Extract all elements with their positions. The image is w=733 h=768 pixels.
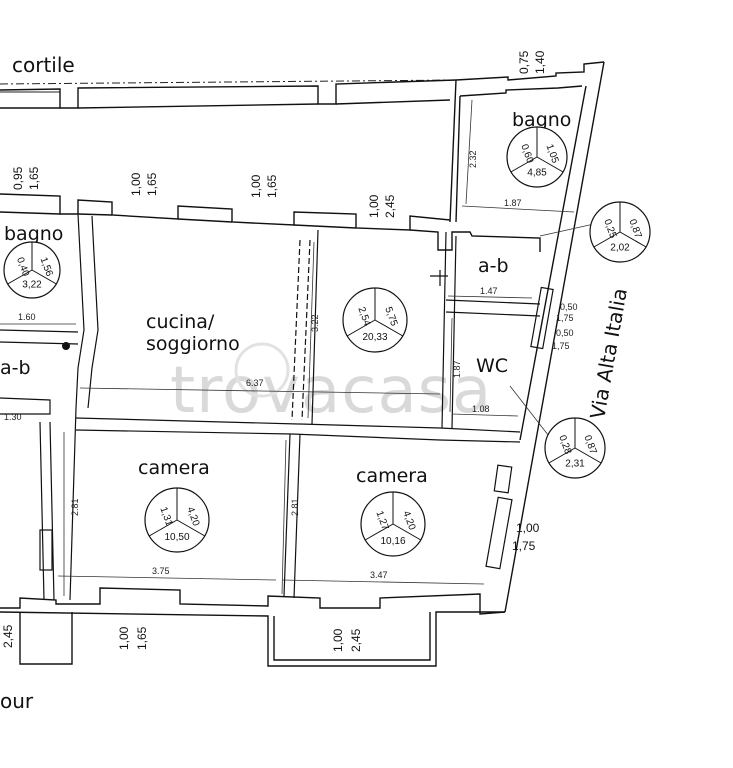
svg-text:1,75: 1,75	[512, 539, 536, 553]
cucina-label-2: soggiorno	[146, 333, 240, 355]
window-left-top: 0,95 1,65	[11, 166, 41, 190]
cucina-label-1: cucina/	[146, 311, 215, 333]
svg-text:1,00: 1,00	[117, 626, 131, 650]
circle-camera-right-area: 10,16	[380, 536, 405, 547]
dim-bagno-left-w: 1.60	[18, 312, 36, 322]
courtyard-label: cortile	[12, 53, 75, 77]
svg-text:0,75: 0,75	[517, 50, 531, 74]
exterior-walls	[0, 61, 605, 667]
ab-left-label: a-b	[0, 357, 31, 379]
interior-walls	[0, 213, 554, 601]
camera-left-label: camera	[138, 457, 210, 479]
svg-text:1,65: 1,65	[27, 166, 41, 190]
svg-text:1,00: 1,00	[129, 172, 143, 196]
dimension-labels: 6.37 3.75 3.47 1.60 1.30 1.87 1.47 1.08 …	[4, 150, 522, 580]
watermark: trovacasa	[170, 354, 492, 428]
courtyard-boundary	[0, 79, 461, 93]
svg-text:0,50: 0,50	[556, 328, 574, 338]
window-cucina-3: 1,00 2,45	[367, 194, 397, 218]
svg-text:1,75: 1,75	[556, 313, 574, 323]
camera-right-label: camera	[356, 465, 428, 487]
dim-ab-right-w: 1.47	[480, 286, 498, 296]
bagno-left-label: bagno	[4, 223, 63, 245]
dim-camera-right-w: 3.47	[370, 570, 388, 580]
dim-cucina-w: 6.37	[246, 378, 264, 388]
window-top-right: 0,75 1,40	[517, 50, 547, 74]
svg-text:1,65: 1,65	[145, 172, 159, 196]
circle-bagno-left-area: 3,22	[22, 279, 42, 290]
svg-text:1,00: 1,00	[249, 174, 263, 198]
window-bottom-2: 1,00 2,45	[331, 628, 363, 652]
dim-bagno-top-w: 1.87	[504, 198, 522, 208]
fixture-dot	[62, 342, 70, 350]
svg-text:1,00: 1,00	[367, 194, 381, 218]
window-bottom-left: 2,45	[1, 624, 15, 648]
dim-bagno-top-h: 2.32	[468, 150, 478, 168]
bagno-top-label: bagno	[512, 109, 571, 131]
svg-text:0,95: 0,95	[11, 166, 25, 190]
svg-text:1,65: 1,65	[265, 174, 279, 198]
svg-text:1,65: 1,65	[135, 626, 149, 650]
circle-ab-right-area: 2,02	[610, 243, 630, 254]
svg-text:2,45: 2,45	[349, 628, 363, 652]
window-cucina-2: 1,00 1,65	[249, 174, 279, 198]
svg-text:1,00: 1,00	[516, 521, 540, 535]
svg-text:2,45: 2,45	[1, 624, 15, 648]
svg-text:1,75: 1,75	[552, 341, 570, 351]
window-right-2: 0,50 1,75	[552, 328, 574, 351]
window-right-3: 1,00 1,75	[512, 521, 540, 553]
dim-ab-left-w: 1.30	[4, 412, 22, 422]
window-cucina-1: 1,00 1,65	[129, 172, 159, 196]
window-labels: 0,75 1,40 0,95 1,65 1,00 1,65 1,00 1,65 …	[1, 50, 578, 652]
svg-text:0,50: 0,50	[560, 302, 578, 312]
svg-text:2,45: 2,45	[383, 194, 397, 218]
circle-camera-left-area: 10,50	[164, 532, 189, 543]
street-label: Via Alta Italia	[585, 286, 632, 421]
dim-camera-left-h: 2.81	[70, 498, 80, 516]
svg-text:1,40: 1,40	[533, 50, 547, 74]
dim-camera-left-w: 3.75	[152, 566, 170, 576]
dim-wc-w: 1.08	[472, 404, 490, 414]
circle-bagno-top-area: 4,85	[527, 168, 547, 179]
circle-wc-area: 2,31	[565, 459, 585, 470]
watermark-house-icon	[234, 342, 290, 398]
dim-cucina-h: 3.22	[310, 314, 320, 332]
svg-text:1,00: 1,00	[331, 628, 345, 652]
dim-wc-h: 1.87	[452, 360, 462, 378]
bottom-fragment-label: our	[0, 689, 34, 713]
window-bottom-1: 1,00 1,65	[117, 626, 149, 650]
dimension-lines	[0, 99, 595, 596]
dim-camera-right-h: 2.81	[290, 498, 300, 516]
circle-cucina-area: 20,33	[362, 332, 387, 343]
ab-right-label: a-b	[478, 255, 509, 277]
window-right-1: 0,50 1,75	[556, 302, 578, 323]
wc-label: WC	[476, 355, 508, 377]
